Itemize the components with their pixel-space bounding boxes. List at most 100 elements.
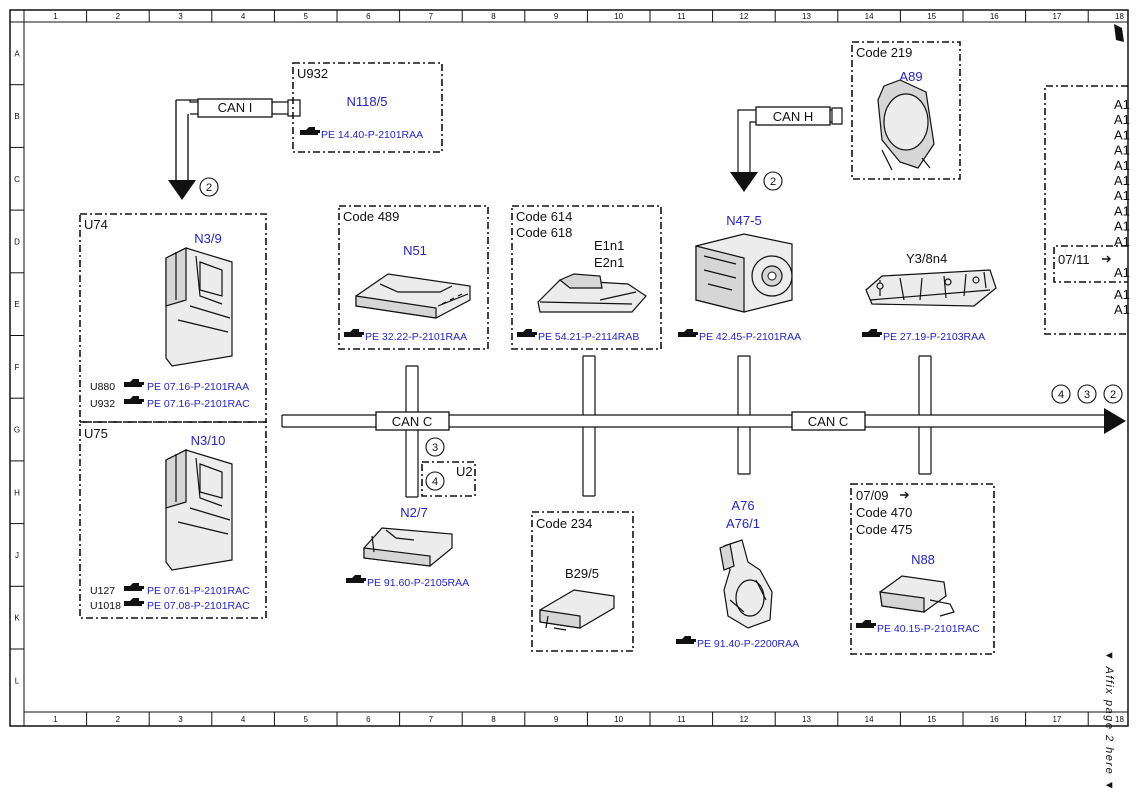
grid-column-label: 10 xyxy=(614,12,623,21)
svg-text:CAN C: CAN C xyxy=(808,414,848,429)
svg-text:U127: U127 xyxy=(90,585,115,597)
svg-text:N3/9: N3/9 xyxy=(194,231,221,246)
reference-hand-icon xyxy=(344,329,364,337)
grid-row-label: E xyxy=(14,300,19,309)
drawing-frame xyxy=(9,9,1129,727)
svg-text:PE 07.61-P-2101RAC: PE 07.61-P-2101RAC xyxy=(147,585,250,597)
right-box-label: A1 xyxy=(1114,112,1130,127)
svg-text:3: 3 xyxy=(1084,389,1090,401)
svg-text:N51: N51 xyxy=(403,243,427,258)
grid-column-label: 6 xyxy=(366,12,371,21)
grid-column-label: 14 xyxy=(865,715,874,724)
svg-text:A1: A1 xyxy=(1114,302,1130,317)
svg-text:Code 219: Code 219 xyxy=(856,45,912,60)
grid-row-label: L xyxy=(15,676,20,685)
grid-column-label: 12 xyxy=(739,12,748,21)
reference-hand-icon xyxy=(124,598,144,606)
can-i-bus: CAN I 2 xyxy=(168,98,301,200)
right-box-label: A1 xyxy=(1114,234,1130,249)
sensor-module-icon xyxy=(539,589,615,631)
n51-box: Code 489 N51 PE 32.22-P-2101RAA xyxy=(338,205,489,350)
grid-column-label: 13 xyxy=(802,12,811,21)
reference-hand-icon xyxy=(517,329,537,337)
grid-column-label: 7 xyxy=(429,715,434,724)
svg-text:PE 07.16-P-2101RAC: PE 07.16-P-2101RAC xyxy=(147,398,250,410)
a76-unit: A76 A76/1 PE 91.40-P-2200RAA xyxy=(676,498,799,650)
svg-text:Code 234: Code 234 xyxy=(536,516,592,531)
svg-text:4: 4 xyxy=(1058,389,1064,401)
svg-text:PE 32.22-P-2101RAA: PE 32.22-P-2101RAA xyxy=(365,331,467,343)
svg-text:E2n1: E2n1 xyxy=(594,255,624,270)
grid-column-label: 10 xyxy=(614,715,623,724)
svg-text:U2: U2 xyxy=(456,464,473,479)
svg-text:Code 614: Code 614 xyxy=(516,209,572,224)
svg-text:U932: U932 xyxy=(90,398,115,410)
svg-text:N88: N88 xyxy=(911,552,935,567)
svg-text:07/11: 07/11 xyxy=(1058,252,1090,267)
svg-text:2: 2 xyxy=(1110,389,1116,401)
reference-hand-icon xyxy=(856,620,876,628)
svg-text:E1n1: E1n1 xyxy=(594,238,624,253)
grid-column-label: 12 xyxy=(739,715,748,724)
svg-text:07/09: 07/09 xyxy=(856,488,889,503)
b29-5-box: Code 234 B29/5 xyxy=(531,511,634,652)
svg-text:PE 54.21-P-2114RAB: PE 54.21-P-2114RAB xyxy=(538,331,639,343)
right-box-label: A1 xyxy=(1114,173,1130,188)
reference-hand-icon xyxy=(124,396,144,404)
right-box-label: A1 xyxy=(1114,97,1130,112)
svg-text:N118/5: N118/5 xyxy=(347,94,388,109)
svg-text:PE 27.19-P-2103RAA: PE 27.19-P-2103RAA xyxy=(883,331,985,343)
can-c-end-refs: 4 3 2 xyxy=(1051,384,1123,404)
grid-column-label: 3 xyxy=(178,12,183,21)
svg-text:N3/10: N3/10 xyxy=(191,433,226,448)
svg-text:Y3/8n4: Y3/8n4 xyxy=(906,251,947,266)
abs-unit-icon xyxy=(695,233,793,313)
control-unit-icon xyxy=(165,247,233,367)
grid-column-label: 6 xyxy=(366,715,371,724)
can-h-bus: CAN H 2 xyxy=(730,106,843,192)
grid-row-label: H xyxy=(14,488,20,497)
grid-row-label: F xyxy=(15,363,20,372)
control-unit-icon xyxy=(355,273,471,319)
svg-text:2: 2 xyxy=(206,182,212,194)
radar-sensor-icon xyxy=(877,79,935,171)
grid-column-label: 14 xyxy=(865,12,874,21)
headlamp-module-icon xyxy=(537,273,647,313)
grid-column-label: 3 xyxy=(178,715,183,724)
right-box-label: A1 xyxy=(1114,188,1130,203)
grid-row-label: K xyxy=(14,614,20,623)
reference-hand-icon xyxy=(300,127,320,135)
grid-column-label: 4 xyxy=(241,715,246,724)
svg-text:3: 3 xyxy=(432,442,438,454)
grid-column-label: 15 xyxy=(927,715,936,724)
reference-hand-icon xyxy=(346,575,366,583)
n3-10-box: U75 N3/10 U127 PE 07.61-P-2101RAC U1018 … xyxy=(79,421,267,619)
n2-7-unit: 3 U2 4 N2/7 PE 91.60-P-2105RAA xyxy=(346,437,476,589)
right-box-label: A1 xyxy=(1114,158,1130,173)
grid-column-label: 18 xyxy=(1115,12,1124,21)
svg-text:A89: A89 xyxy=(899,69,922,84)
grid-column-label: 9 xyxy=(554,12,559,21)
svg-text:Code 489: Code 489 xyxy=(343,209,399,224)
grid-column-label: 1 xyxy=(53,12,58,21)
reference-hand-icon xyxy=(124,379,144,387)
svg-text:N2/7: N2/7 xyxy=(400,505,427,520)
svg-text:PE 07.08-P-2101RAC: PE 07.08-P-2101RAC xyxy=(147,600,250,612)
right-box-label: A1 xyxy=(1114,127,1130,142)
svg-text:Code 618: Code 618 xyxy=(516,225,572,240)
svg-text:A76: A76 xyxy=(731,498,754,513)
svg-text:U74: U74 xyxy=(84,217,108,232)
page-corner-icon xyxy=(1114,24,1124,42)
svg-text:2: 2 xyxy=(770,176,776,188)
grid-column-label: 9 xyxy=(554,715,559,724)
reference-hand-icon xyxy=(678,329,698,337)
svg-text:PE 40.15-P-2101RAC: PE 40.15-P-2101RAC xyxy=(877,623,980,635)
can-c-label-right: CAN C xyxy=(791,411,866,431)
reference-hand-icon xyxy=(124,583,144,591)
grid-column-label: 11 xyxy=(677,715,686,724)
grid-row-label: B xyxy=(14,112,19,121)
